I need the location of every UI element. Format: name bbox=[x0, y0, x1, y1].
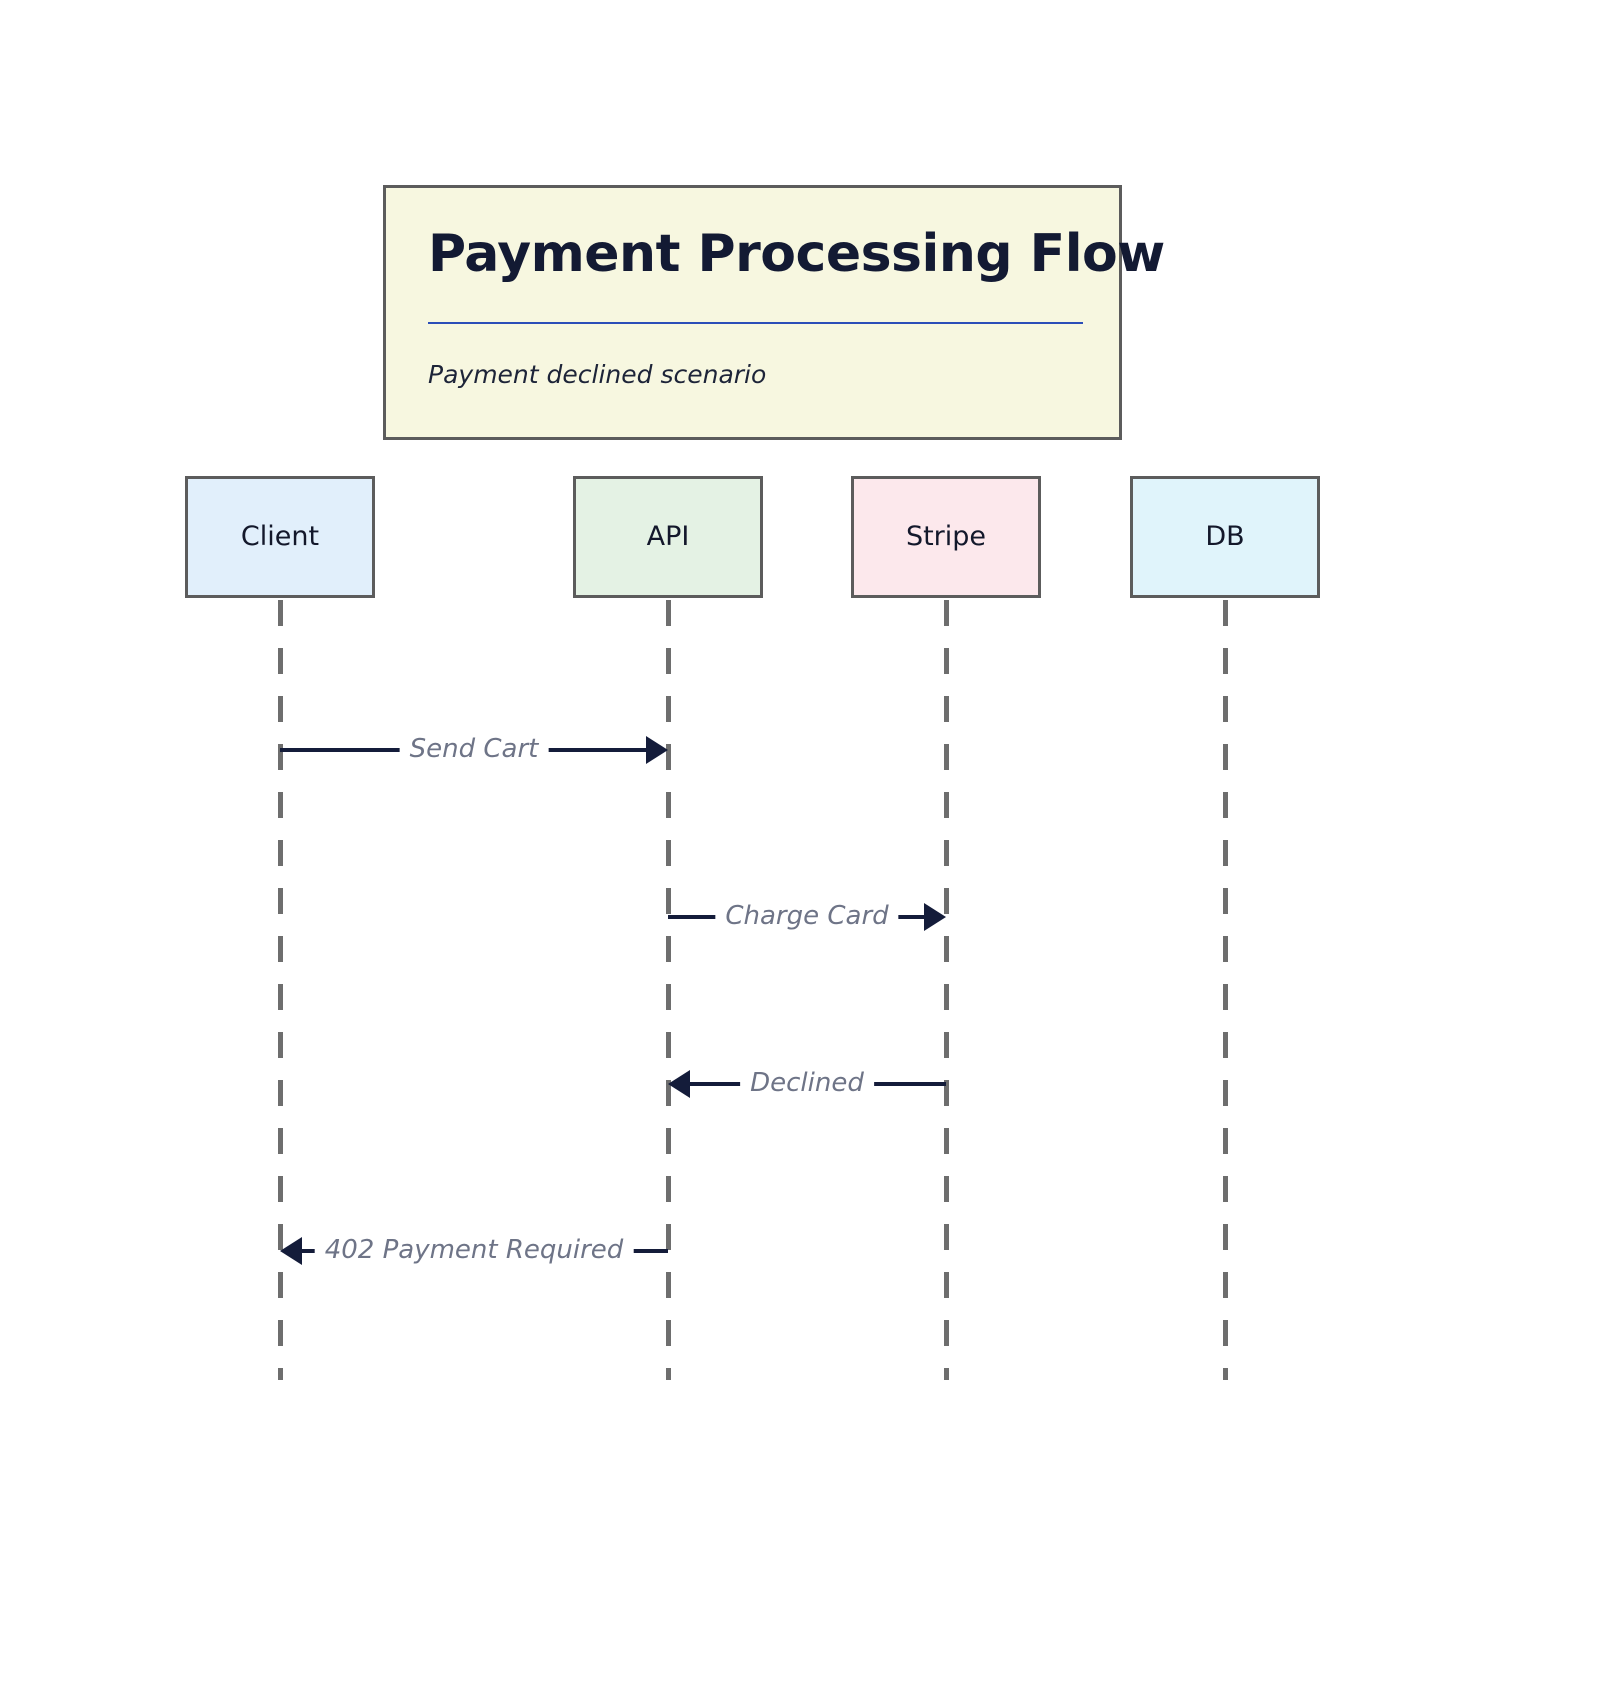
page-title: Payment Processing Flow bbox=[428, 224, 1165, 284]
message-label: Declined bbox=[740, 1060, 874, 1106]
title-card: Payment Processing Flow Payment declined… bbox=[383, 185, 1165, 440]
page-subtitle: Payment declined scenario bbox=[428, 360, 767, 389]
participant-label: DB bbox=[1205, 520, 1245, 552]
participant-box-client[interactable]: Client bbox=[185, 476, 375, 598]
lifeline-stripe bbox=[944, 600, 949, 1380]
participant-box-api[interactable]: API bbox=[573, 476, 763, 598]
participant-label: Stripe bbox=[905, 520, 987, 552]
arrowhead-right-icon bbox=[646, 736, 668, 764]
message-1[interactable]: Send Cart bbox=[280, 726, 668, 772]
lifeline-client bbox=[278, 600, 283, 1380]
message-4[interactable]: 402 Payment Required bbox=[280, 1227, 668, 1273]
message-2[interactable]: Charge Card bbox=[668, 893, 946, 939]
participant-label: Client bbox=[240, 520, 320, 552]
message-label: 402 Payment Required bbox=[314, 1227, 634, 1273]
arrowhead-left-icon bbox=[668, 1070, 690, 1098]
arrowhead-left-icon bbox=[280, 1237, 302, 1265]
lifeline-db bbox=[1223, 600, 1228, 1380]
title-divider bbox=[428, 322, 1083, 324]
lifeline-api bbox=[666, 600, 671, 1380]
participant-box-db[interactable]: DB bbox=[1130, 476, 1320, 598]
participant-label: API bbox=[646, 520, 690, 552]
message-label: Charge Card bbox=[715, 893, 899, 939]
arrowhead-right-icon bbox=[924, 903, 946, 931]
message-3[interactable]: Declined bbox=[668, 1060, 946, 1106]
participant-box-stripe[interactable]: Stripe bbox=[851, 476, 1041, 598]
message-label: Send Cart bbox=[399, 726, 549, 772]
